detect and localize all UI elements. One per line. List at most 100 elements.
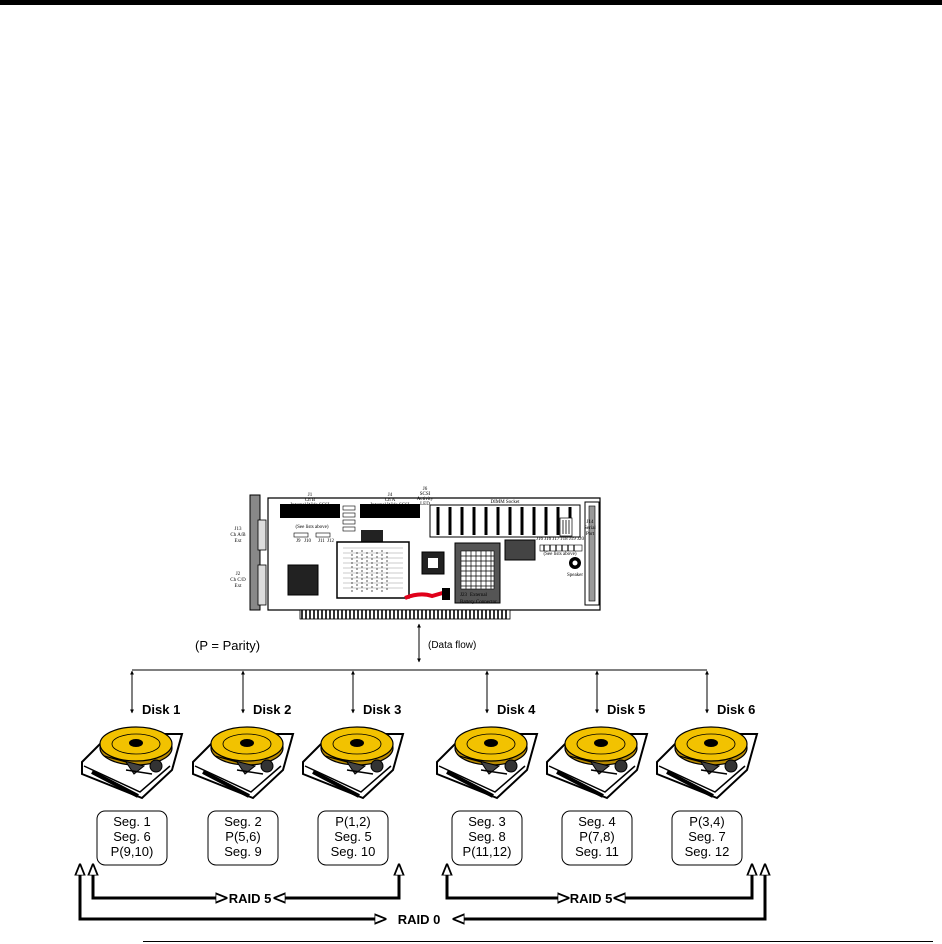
j2-ext-label: Ext bbox=[235, 584, 243, 589]
j14-label: J14 bbox=[587, 520, 594, 525]
j14-port-label: Port bbox=[586, 532, 595, 537]
external-connector-cd bbox=[257, 564, 267, 606]
battery-cable bbox=[404, 590, 447, 600]
raid5-left-arrow-a bbox=[91, 868, 225, 898]
j2-label: J2 bbox=[236, 572, 241, 577]
j13-label: J13 bbox=[235, 527, 242, 532]
disk-label: Disk 6 bbox=[717, 702, 755, 717]
chip bbox=[504, 539, 536, 561]
disk-label: Disk 2 bbox=[253, 702, 291, 717]
segment-text: Seg. 12 bbox=[685, 844, 730, 859]
data-flow-label: (Data flow) bbox=[428, 640, 476, 651]
dimm-socket bbox=[429, 504, 581, 538]
speaker-label: Speaker bbox=[567, 573, 583, 578]
raid5-right-label: RAID 5 bbox=[570, 891, 613, 906]
segment-text: Seg. 4 bbox=[578, 814, 616, 829]
disk-label: Disk 5 bbox=[607, 702, 645, 717]
disk-label: Disk 3 bbox=[363, 702, 401, 717]
top-border bbox=[0, 0, 942, 5]
j2-ch-label: Ch C/D bbox=[230, 578, 246, 583]
segment-text: Seg. 7 bbox=[688, 829, 726, 844]
raid-controller-board: J1 Ch B Internal Wide SCSI J4 Ch A Inter… bbox=[230, 487, 601, 620]
j6-desc2: Activity bbox=[417, 497, 434, 502]
j13-ch-label: Ch A/B bbox=[230, 533, 246, 538]
j12-label: J12 bbox=[327, 539, 334, 544]
disk-group: Disk 5 Seg. 4P(7,8)Seg. 11 bbox=[546, 670, 649, 866]
see-lists-label-2: (See lists above) bbox=[543, 552, 576, 557]
j23-bat-label: Battery Connector bbox=[460, 600, 497, 605]
segment-text: P(9,10) bbox=[111, 844, 154, 859]
battery-connector bbox=[442, 588, 450, 600]
hard-drive-icon bbox=[192, 726, 295, 800]
j10-label: J10 bbox=[304, 539, 311, 544]
chip bbox=[361, 530, 383, 542]
j23-ext-label: External bbox=[470, 593, 488, 598]
mounting-bracket bbox=[249, 494, 261, 611]
j14-serial-label: Serial bbox=[584, 526, 596, 531]
internal-scsi-connector-b bbox=[280, 504, 340, 518]
parity-note: (P = Parity) bbox=[195, 638, 260, 653]
j4-desc-label: Internal Wide SCSI bbox=[370, 503, 409, 508]
segment-text: Seg. 3 bbox=[468, 814, 506, 829]
hard-drive-icon bbox=[656, 726, 759, 800]
j6-desc1: SCSI bbox=[420, 492, 431, 497]
segment-text: Seg. 6 bbox=[113, 829, 151, 844]
j1-label: J1 bbox=[308, 493, 313, 498]
raid0-label: RAID 0 bbox=[398, 912, 441, 927]
j1-desc-label: Internal Wide SCSI bbox=[290, 503, 329, 508]
raid5-right-arrow-b bbox=[616, 868, 754, 898]
hard-drive-icon bbox=[302, 726, 405, 800]
bottom-rule bbox=[143, 941, 933, 942]
see-lists-label: (See lists above) bbox=[295, 525, 328, 530]
segment-text: Seg. 11 bbox=[575, 844, 619, 859]
battery-module bbox=[336, 541, 410, 599]
internal-scsi-connector-a bbox=[360, 504, 420, 518]
dimm-label: DIMM Socket bbox=[490, 500, 520, 505]
pci-edge-connector bbox=[299, 609, 511, 620]
segment-text: Seg. 9 bbox=[224, 844, 262, 859]
segment-box bbox=[671, 810, 743, 866]
segment-text: Seg. 8 bbox=[468, 829, 506, 844]
raid5-left-arrow-b bbox=[276, 868, 401, 898]
j1-ch-label: Ch B bbox=[305, 498, 316, 503]
raid-arrows: RAID 5 RAID 5 RAID 0 bbox=[80, 866, 765, 927]
segment-box bbox=[207, 810, 279, 866]
segment-box bbox=[561, 810, 633, 866]
j13-ext-label: Ext bbox=[235, 539, 243, 544]
jumper-row bbox=[539, 544, 583, 552]
segment-text: P(5,6) bbox=[225, 829, 260, 844]
hard-drive-icon bbox=[81, 726, 184, 800]
segment-box bbox=[96, 810, 168, 866]
j6-label: J6 bbox=[423, 487, 428, 492]
j11-label: J11 bbox=[318, 539, 325, 544]
segment-text: P(3,4) bbox=[689, 814, 724, 829]
jumper-block bbox=[293, 505, 356, 538]
j4-ch-label: Ch A bbox=[385, 498, 396, 503]
segment-text: P(1,2) bbox=[335, 814, 370, 829]
j9-label: J9 bbox=[296, 539, 301, 544]
disk-label: Disk 4 bbox=[497, 702, 536, 717]
segment-text: P(11,12) bbox=[463, 844, 512, 859]
external-connector-ab bbox=[257, 519, 267, 551]
j4-label: J4 bbox=[388, 493, 393, 498]
hard-drive-icon bbox=[436, 726, 539, 800]
segment-text: P(7,8) bbox=[579, 829, 614, 844]
raid5-left-label: RAID 5 bbox=[229, 891, 272, 906]
j6-desc3: LED bbox=[420, 502, 430, 507]
disk-label: Disk 1 bbox=[142, 702, 180, 717]
segment-text: Seg. 10 bbox=[331, 844, 376, 859]
jumpers-label: J16 J16 J17 J18 J19 J20 bbox=[536, 537, 584, 542]
segment-text: Seg. 1 bbox=[113, 814, 151, 829]
segment-text: Seg. 5 bbox=[334, 829, 372, 844]
segment-box bbox=[317, 810, 389, 866]
raid5-right-arrow-a bbox=[445, 868, 567, 898]
segment-box bbox=[451, 810, 523, 866]
segment-text: Seg. 2 bbox=[224, 814, 262, 829]
j23-label: J23 bbox=[460, 593, 467, 598]
